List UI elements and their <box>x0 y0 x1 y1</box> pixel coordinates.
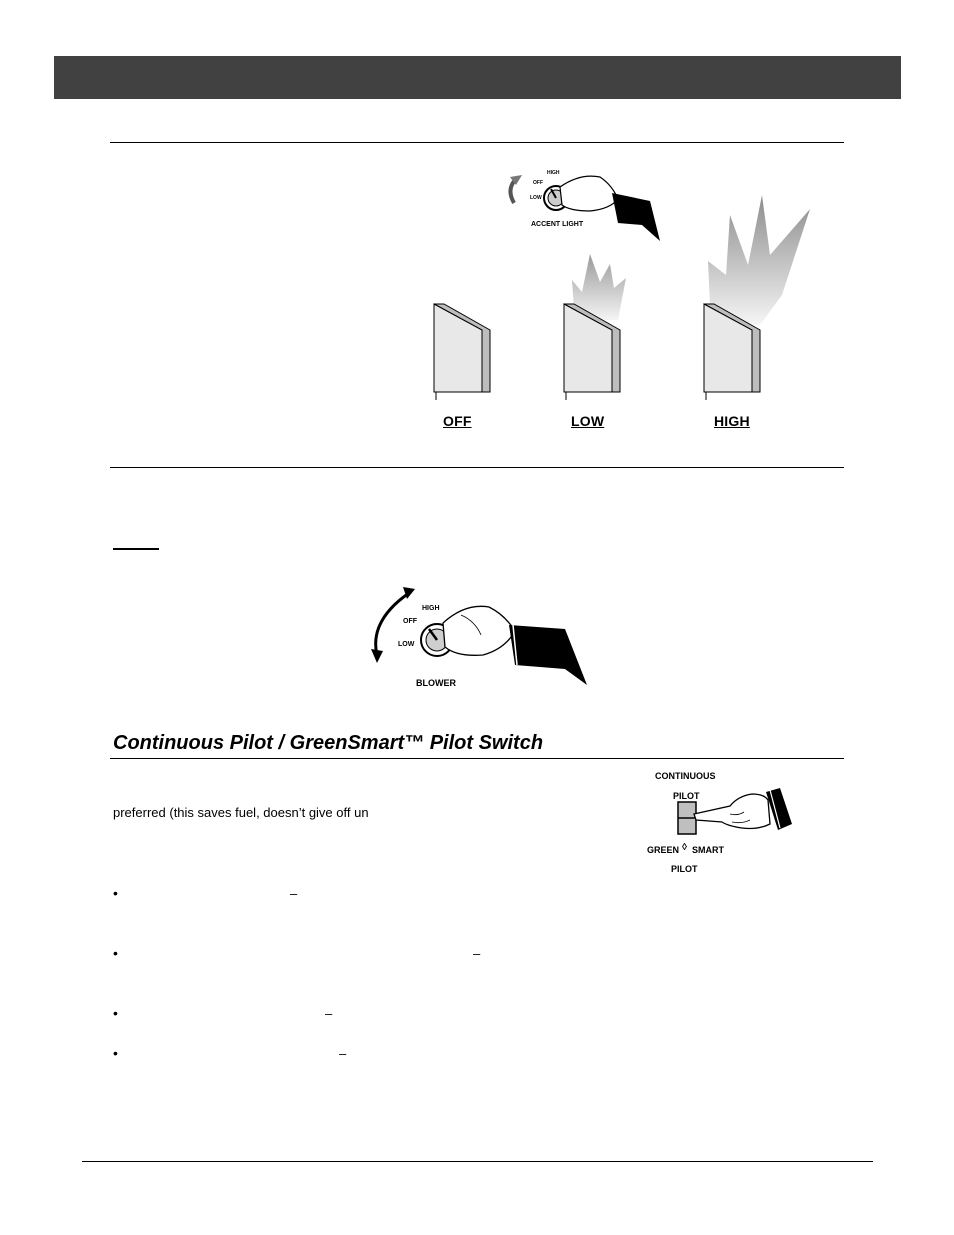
flame-label-high: HIGH <box>714 413 750 429</box>
leaf-icon: ◊ <box>682 842 687 853</box>
blower-caption: BLOWER <box>416 678 456 688</box>
section-rule-top <box>110 142 844 143</box>
blower-dial-label-high: HIGH <box>422 605 440 612</box>
switch-label-pilot-bottom: PILOT <box>671 864 698 874</box>
blower-dial-label-low: LOW <box>398 641 415 648</box>
accent-light-dial-illustration <box>508 175 660 241</box>
note-underline <box>113 548 159 550</box>
switch-label-pilot-top: PILOT <box>673 791 700 801</box>
pilot-switch-illustration <box>677 788 792 835</box>
accent-dial-label-low: LOW <box>530 195 542 201</box>
pilot-body-text: preferred (this saves fuel, doesn’t give… <box>113 805 369 820</box>
header-bar <box>54 56 901 99</box>
bullet-2: • <box>113 945 118 961</box>
bullet-1-dash: – <box>290 886 298 901</box>
bullet-1: • <box>113 885 118 901</box>
bullet-3: • <box>113 1005 118 1021</box>
panel-high-graphic <box>703 195 810 400</box>
switch-label-smart: SMART <box>692 845 724 855</box>
panel-off-graphic <box>433 303 491 400</box>
flame-label-off: OFF <box>443 413 472 429</box>
blower-dial-label-off: OFF <box>403 618 417 625</box>
panel-low-graphic <box>563 254 626 400</box>
accent-dial-label-off: OFF <box>533 180 543 186</box>
section-title-pilot-switch: Continuous Pilot / GreenSmart™ Pilot Swi… <box>113 732 544 754</box>
blower-dial-illustration <box>371 587 587 685</box>
bullet-4-dash: – <box>339 1046 347 1061</box>
flame-label-low: LOW <box>571 413 605 429</box>
section-rule-middle <box>110 467 844 468</box>
footer-rule <box>82 1161 873 1162</box>
bullet-2-dash: – <box>473 946 481 961</box>
bullet-3-dash: – <box>325 1006 333 1021</box>
section-title-rule <box>110 758 844 759</box>
bullet-4: • <box>113 1045 118 1061</box>
switch-label-continuous: CONTINUOUS <box>655 771 716 781</box>
accent-dial-label-high: HIGH <box>547 170 560 176</box>
switch-label-green: GREEN <box>647 845 680 855</box>
accent-light-caption: ACCENT LIGHT <box>531 221 584 228</box>
